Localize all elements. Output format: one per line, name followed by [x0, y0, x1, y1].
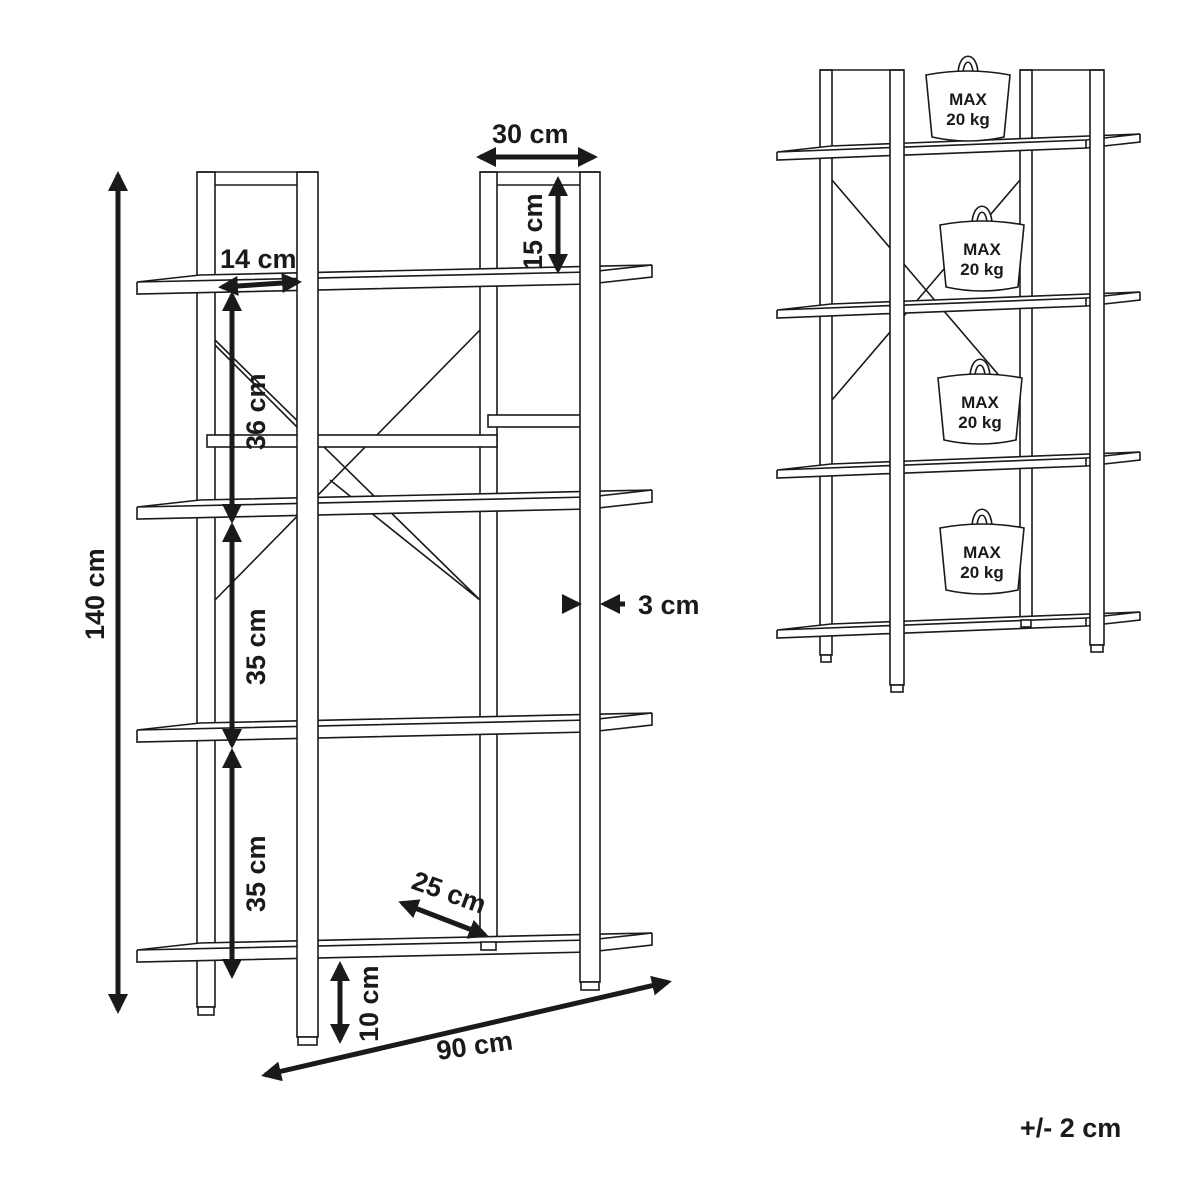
top-frame: [197, 171, 600, 186]
weight-max-label: MAX: [963, 240, 1001, 259]
back-left-post: [196, 171, 216, 1008]
foot: [580, 981, 600, 991]
weight-max-label: MAX: [949, 90, 987, 109]
foot: [480, 941, 497, 951]
front-right-post: [579, 171, 601, 983]
main-shelf-drawing: [136, 171, 653, 1046]
shelf-gap-1-label: 36 cm: [241, 373, 271, 450]
back-rail: [206, 434, 498, 448]
weight-kg-label: 20 kg: [946, 110, 989, 129]
leg-height-label: 10 cm: [354, 965, 384, 1042]
cross-brace: [214, 329, 481, 601]
shelf-gap-2-label: 35 cm: [241, 608, 271, 685]
front-left-post: [889, 69, 905, 686]
front-right-post: [1089, 69, 1105, 646]
front-left-post: [296, 171, 319, 1038]
side-rail: [487, 414, 589, 428]
tolerance-label: +/- 2 cm: [1020, 1113, 1121, 1143]
max-load-weight: MAX 20 kg: [939, 508, 1025, 595]
back-right-post: [479, 171, 498, 943]
weight-kg-label: 20 kg: [960, 260, 1003, 279]
dimension-lines: [108, 147, 672, 1082]
weight-max-label: MAX: [961, 393, 999, 412]
total-height-label: 140 cm: [80, 548, 110, 640]
depth-top-label: 30 cm: [492, 119, 569, 149]
max-load-weight: MAX 20 kg: [939, 205, 1025, 292]
max-load-weight: MAX 20 kg: [937, 358, 1023, 445]
foot: [1020, 619, 1032, 628]
foot: [820, 654, 832, 663]
post-width-label: 3 cm: [638, 590, 700, 620]
shelf-gap-3-label: 35 cm: [241, 835, 271, 912]
load-shelf-drawing: MAX 20 kg MAX 20 kg MAX 20 kg MAX 20 kg: [776, 55, 1141, 693]
top-frame-height-label: 15 cm: [518, 193, 548, 270]
foot: [297, 1036, 318, 1046]
max-load-weight: MAX 20 kg: [925, 55, 1011, 142]
overhang-label: 14 cm: [220, 244, 297, 274]
foot: [197, 1006, 215, 1016]
shelf-board: [136, 932, 653, 963]
weight-kg-label: 20 kg: [960, 563, 1003, 582]
foot: [1090, 644, 1104, 653]
weight-max-label: MAX: [963, 543, 1001, 562]
foot: [890, 684, 904, 693]
weight-kg-label: 20 kg: [958, 413, 1001, 432]
